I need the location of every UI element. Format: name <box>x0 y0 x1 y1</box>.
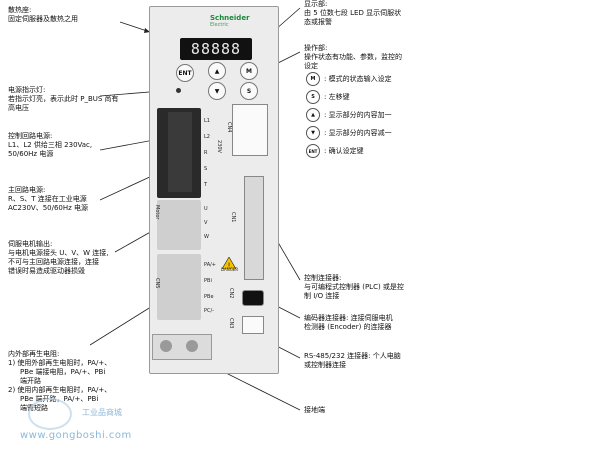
heatsink-annotation: 散热座: 固定伺服器及散热之用 <box>8 6 78 23</box>
down-key[interactable]: ▼ <box>208 82 226 100</box>
cn3-connector[interactable] <box>242 316 264 334</box>
legend-s-icon: S <box>306 90 320 104</box>
watermark-logo-icon <box>28 398 72 430</box>
watermark-site: www.gongboshi.com <box>20 430 132 441</box>
display-annotation: 显示部: 由 5 位数七段 LED 显示伺服状 态或报警 <box>304 0 402 26</box>
motor-group-label: Motor <box>154 205 160 220</box>
main-power-annotation: 主回路电源: R、S、T 连接在工业电源 AC230V、50/60Hz 电源 <box>8 186 89 212</box>
ground-screw-icon <box>186 340 198 352</box>
cn2-connector[interactable] <box>242 290 264 306</box>
terminal-l2: L2 <box>204 134 210 140</box>
terminal-w: W <box>204 234 209 240</box>
terminal-t: T <box>204 182 208 188</box>
cn1-connector[interactable] <box>244 176 264 280</box>
cn4-label: CN4 <box>226 122 232 133</box>
terminal-l1: L1 <box>204 118 210 124</box>
terminal-u: U <box>204 206 208 212</box>
legend-s-text: : 左移键 <box>324 93 350 101</box>
motor-output-annotation: 伺服电机输出: 与电机电源接头 U、V、W 连接, 不可与主回路电源连接，连接 … <box>8 240 109 275</box>
legend-ent-icon: ENT <box>306 144 320 158</box>
motor-terminal-block <box>157 200 201 250</box>
s-key[interactable]: S <box>240 82 258 100</box>
legend-up-icon: ▲ <box>306 108 320 122</box>
cn4-port[interactable] <box>232 104 268 156</box>
terminal-pbe: PBe <box>204 294 214 300</box>
power-led-annotation: 电源指示灯: 若指示灯亮，表示此时 P_BUS 尚有 高电压 <box>8 86 119 112</box>
svg-text:!: ! <box>228 262 231 270</box>
regen-group-label: CN5 <box>154 278 160 289</box>
legend-down-icon: ▼ <box>306 126 320 140</box>
terminal-v: V <box>204 220 208 226</box>
cn3-label: CN3 <box>228 318 234 329</box>
control-power-annotation: 控制回路电源: L1、L2 供给三相 230Vac, 50/60Hz 电源 <box>8 132 93 158</box>
voltage-label: 230V <box>216 140 222 153</box>
ground-screw-icon <box>160 340 172 352</box>
terminal-r: R <box>204 150 208 156</box>
power-terminal-screws <box>168 112 192 192</box>
brand-logo: Schneider Electric <box>210 14 250 28</box>
terminal-pbi: PBi <box>204 278 212 284</box>
legend-down-text: : 显示部分的内容减一 <box>324 129 392 137</box>
danger-label: DANGER <box>221 267 239 272</box>
cn1-annotation: 控制连接器: 与可编程式控制器 (PLC) 或是控 制 I/O 连接 <box>304 274 404 300</box>
cn2-annotation: 编码器连接器: 连接伺服电机 检测器 (Encoder) 的连接器 <box>304 314 393 331</box>
up-arrow-icon: ▲ <box>214 67 220 75</box>
legend-up-text: : 显示部分的内容加一 <box>324 111 392 119</box>
cn2-label: CN2 <box>228 288 234 299</box>
danger-warning-icon: ! <box>221 254 237 270</box>
legend-m-icon: M <box>306 72 320 86</box>
down-arrow-icon: ▼ <box>214 87 220 95</box>
cn1-label: CN1 <box>230 212 236 223</box>
up-key[interactable]: ▲ <box>208 62 226 80</box>
ent-key[interactable]: ENT <box>176 64 194 82</box>
operation-annotation: 操作部: 操作状态有功能、参数，监控的 设定 <box>304 44 402 70</box>
cn3-annotation: RS-485/232 连接器: 个人电脑 或控制器连接 <box>304 352 401 369</box>
watermark-name: 工业品商城 <box>82 408 122 417</box>
legend-m-text: : 模式的状态输入设定 <box>324 75 392 83</box>
legend-ent-text: : 确认设定键 <box>324 147 364 155</box>
seven-segment-display: 88888 <box>180 38 252 60</box>
ground-annotation: 接地端 <box>304 406 325 414</box>
terminal-s: S <box>204 166 208 172</box>
m-key[interactable]: M <box>240 62 258 80</box>
power-led <box>176 88 181 93</box>
terminal-pc: PC/- <box>204 308 214 314</box>
terminal-pa: PA/+ <box>204 262 216 268</box>
regen-terminal-block <box>157 254 201 320</box>
